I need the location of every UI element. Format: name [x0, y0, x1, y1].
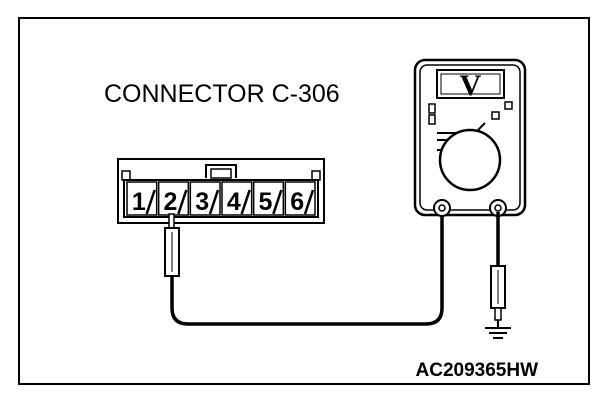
meter-button-left-1: [428, 103, 436, 114]
pin-cavity: 6: [284, 181, 316, 216]
connector-key-left: [121, 170, 131, 181]
meter-dial: [438, 128, 502, 192]
meter-button-left-2: [428, 114, 436, 125]
pin-label: 3: [195, 188, 209, 216]
ground-probe: [490, 265, 506, 328]
pin-cavity: 1: [126, 181, 158, 216]
pin-label: 6: [290, 188, 304, 216]
meter-button-right-1: [504, 101, 513, 110]
pin-label: 4: [227, 188, 241, 216]
pin-cavity: 3: [189, 181, 221, 216]
meter-display-value: V: [460, 69, 482, 102]
pin-cavity: 5: [252, 181, 285, 216]
pin-label: 5: [259, 188, 273, 216]
connector-lock-tab: [205, 164, 237, 178]
meter-display: [436, 69, 505, 99]
test-lead-wire: [170, 212, 444, 326]
connector-key-right: [311, 170, 321, 181]
meter-button-right-2: [491, 111, 500, 120]
diagram-frame: [18, 17, 590, 385]
ground-symbol-icon: [485, 327, 511, 339]
pin-label: 1: [132, 188, 146, 216]
pin-cavity: 4: [221, 181, 253, 216]
pin-label: 2: [164, 188, 178, 216]
figure-code: AC209365HW: [416, 360, 539, 381]
voltmeter-icon: V: [413, 58, 527, 217]
connector-title: CONNECTOR C-306: [104, 80, 340, 108]
pin-cavity: 2: [157, 181, 190, 216]
